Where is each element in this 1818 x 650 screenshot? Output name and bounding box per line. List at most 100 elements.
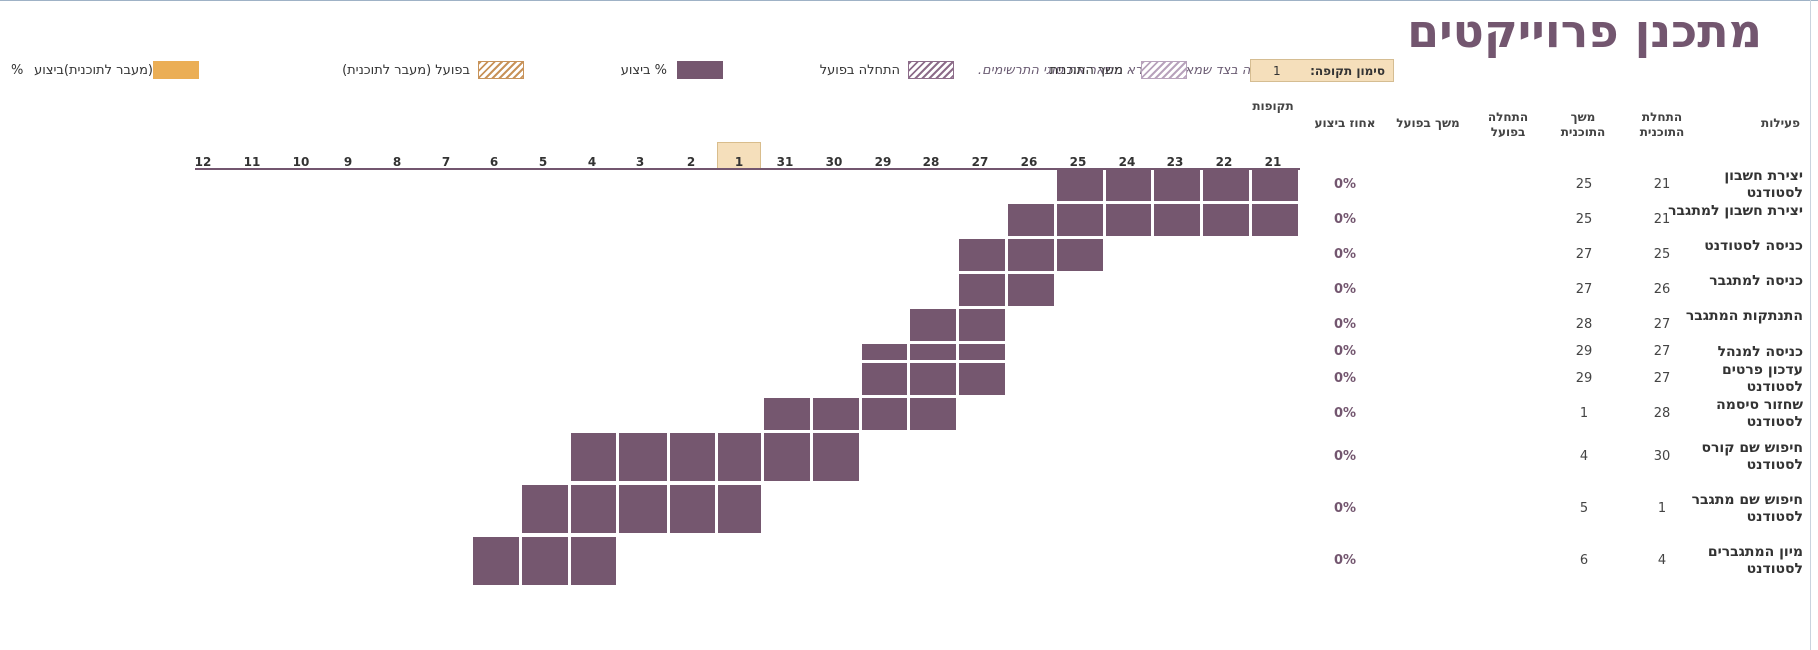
percent-complete-value[interactable]: 0% bbox=[1333, 212, 1357, 227]
gantt-bar-cell bbox=[813, 398, 859, 430]
col-header-activities: פעילות bbox=[1761, 116, 1800, 130]
plan-duration-value[interactable]: 4 bbox=[1579, 449, 1589, 464]
gantt-bar-cell bbox=[1008, 204, 1054, 236]
gantt-bar-cell bbox=[910, 398, 956, 430]
period-8: 8 bbox=[392, 155, 402, 169]
gantt-bar-cell bbox=[1008, 239, 1054, 271]
gantt-bar-cell bbox=[522, 537, 568, 585]
col-header-actual-start: התחלה בפועל bbox=[1487, 110, 1529, 139]
gantt-bar-cell bbox=[1057, 204, 1103, 236]
plan-start-value[interactable]: 25 bbox=[1653, 247, 1671, 262]
header-divider bbox=[195, 168, 1300, 170]
legend-complete-beyond: (מעבר לתוכנית)ביצוע % bbox=[5, 61, 199, 81]
gantt-bar-cell bbox=[1252, 204, 1298, 236]
plan-start-value[interactable]: 21 bbox=[1653, 212, 1671, 227]
gantt-bar-cell bbox=[619, 433, 667, 481]
period-21: 21 bbox=[1264, 155, 1282, 169]
plan-start-value[interactable]: 21 bbox=[1653, 177, 1671, 192]
percent-complete-swatch bbox=[677, 61, 723, 79]
plan-duration-value[interactable]: 27 bbox=[1575, 247, 1593, 262]
percent-complete-value[interactable]: 0% bbox=[1333, 449, 1357, 464]
percent-complete-value[interactable]: 0% bbox=[1333, 282, 1357, 297]
period-10: 10 bbox=[292, 155, 310, 169]
task-name: כניסה למתגבר bbox=[1709, 273, 1803, 289]
period-11: 11 bbox=[243, 155, 261, 169]
gantt-bar-cell bbox=[1252, 169, 1298, 201]
actual-start-swatch bbox=[908, 61, 954, 79]
percent-complete-value[interactable]: 0% bbox=[1333, 406, 1357, 421]
gantt-bar-cell bbox=[1154, 169, 1200, 201]
gantt-bar-cell bbox=[910, 344, 956, 360]
gantt-bar-cell bbox=[959, 344, 1005, 360]
plan-start-value[interactable]: 26 bbox=[1653, 282, 1671, 297]
percent-complete-value[interactable]: 0% bbox=[1333, 177, 1357, 192]
col-header-plan-duration: משך התוכנית bbox=[1560, 110, 1606, 139]
gantt-bar-cell bbox=[862, 363, 907, 395]
task-name: מיון המתגברים לסטודנט bbox=[1707, 544, 1803, 577]
gantt-bar-cell bbox=[718, 433, 761, 481]
gantt-bar-cell bbox=[1203, 204, 1249, 236]
legend-plan-duration: משך התוכנית bbox=[1050, 61, 1213, 81]
plan-start-value[interactable]: 27 bbox=[1653, 344, 1671, 359]
legend-label: התחלה בפועל bbox=[819, 63, 900, 78]
percent-complete-value[interactable]: 0% bbox=[1333, 344, 1357, 359]
gantt-bar-cell bbox=[813, 433, 859, 481]
legend-label: % ביצוע bbox=[620, 63, 667, 78]
gantt-bar-cell bbox=[718, 485, 761, 533]
plan-duration-value[interactable]: 25 bbox=[1575, 177, 1593, 192]
gantt-bar-cell bbox=[959, 239, 1005, 271]
period-23: 23 bbox=[1166, 155, 1184, 169]
col-header-percent-complete: אחוז ביצוע bbox=[1314, 116, 1376, 130]
plan-duration-value[interactable]: 29 bbox=[1575, 371, 1593, 386]
plan-duration-value[interactable]: 25 bbox=[1575, 212, 1593, 227]
plan-duration-value[interactable]: 5 bbox=[1579, 501, 1589, 516]
gantt-bar-cell bbox=[571, 433, 616, 481]
plan-start-value[interactable]: 30 bbox=[1653, 449, 1671, 464]
period-31: 31 bbox=[776, 155, 794, 169]
gantt-bar-cell bbox=[1154, 204, 1200, 236]
percent-complete-value[interactable]: 0% bbox=[1333, 247, 1357, 262]
gantt-bar-cell bbox=[910, 363, 956, 395]
gantt-bar-cell bbox=[1057, 239, 1103, 271]
period-12: 12 bbox=[194, 155, 212, 169]
period-28: 28 bbox=[922, 155, 940, 169]
task-name: התנתקות המתגבר bbox=[1685, 308, 1803, 324]
plan-start-value[interactable]: 28 bbox=[1653, 406, 1671, 421]
task-name: יצירת חשבון למתגבר bbox=[1668, 203, 1803, 219]
percent-complete-value[interactable]: 0% bbox=[1333, 371, 1357, 386]
percent-complete-value[interactable]: 0% bbox=[1333, 317, 1357, 332]
gantt-bar-cell bbox=[862, 344, 907, 360]
legend-actual-start: התחלה בפועל bbox=[820, 61, 970, 81]
gantt-bar-cell bbox=[670, 433, 715, 481]
period-5: 5 bbox=[538, 155, 548, 169]
plan-duration-value[interactable]: 29 bbox=[1575, 344, 1593, 359]
task-name: כניסה לסטודנט bbox=[1704, 238, 1803, 254]
plan-start-value[interactable]: 4 bbox=[1657, 553, 1667, 568]
legend-label: (מעבר לתוכנית)ביצוע bbox=[34, 63, 153, 78]
period-highlight-field[interactable]: סימון תקופה: 1 bbox=[1250, 59, 1394, 82]
plan-duration-value[interactable]: 6 bbox=[1579, 553, 1589, 568]
task-name: עדכון פרטים לסטודנט bbox=[1722, 362, 1803, 395]
period-26: 26 bbox=[1020, 155, 1038, 169]
plan-start-value[interactable]: 27 bbox=[1653, 317, 1671, 332]
period-25: 25 bbox=[1069, 155, 1087, 169]
gantt-bar-cell bbox=[862, 398, 907, 430]
plan-duration-value[interactable]: 27 bbox=[1575, 282, 1593, 297]
legend-label: בפועל (מעבר לתוכנית) bbox=[342, 63, 470, 78]
period-highlight-value[interactable]: 1 bbox=[1273, 64, 1281, 78]
period-6: 6 bbox=[489, 155, 499, 169]
gantt-bar-cell bbox=[959, 309, 1005, 341]
plan-duration-value[interactable]: 1 bbox=[1579, 406, 1589, 421]
plan-duration-value[interactable]: 28 bbox=[1575, 317, 1593, 332]
percent-complete-value[interactable]: 0% bbox=[1333, 501, 1357, 516]
gantt-bar-cell bbox=[619, 485, 667, 533]
gantt-bar-cell bbox=[670, 485, 715, 533]
percent-complete-value[interactable]: 0% bbox=[1333, 553, 1357, 568]
period-4: 4 bbox=[587, 155, 597, 169]
col-header-periods: תקופות bbox=[1252, 99, 1294, 113]
plan-start-value[interactable]: 1 bbox=[1657, 501, 1667, 516]
plan-start-value[interactable]: 27 bbox=[1653, 371, 1671, 386]
col-header-actual-duration: משך בפועל bbox=[1396, 116, 1460, 130]
gantt-bar-cell bbox=[571, 485, 616, 533]
gantt-bar-cell bbox=[764, 398, 810, 430]
